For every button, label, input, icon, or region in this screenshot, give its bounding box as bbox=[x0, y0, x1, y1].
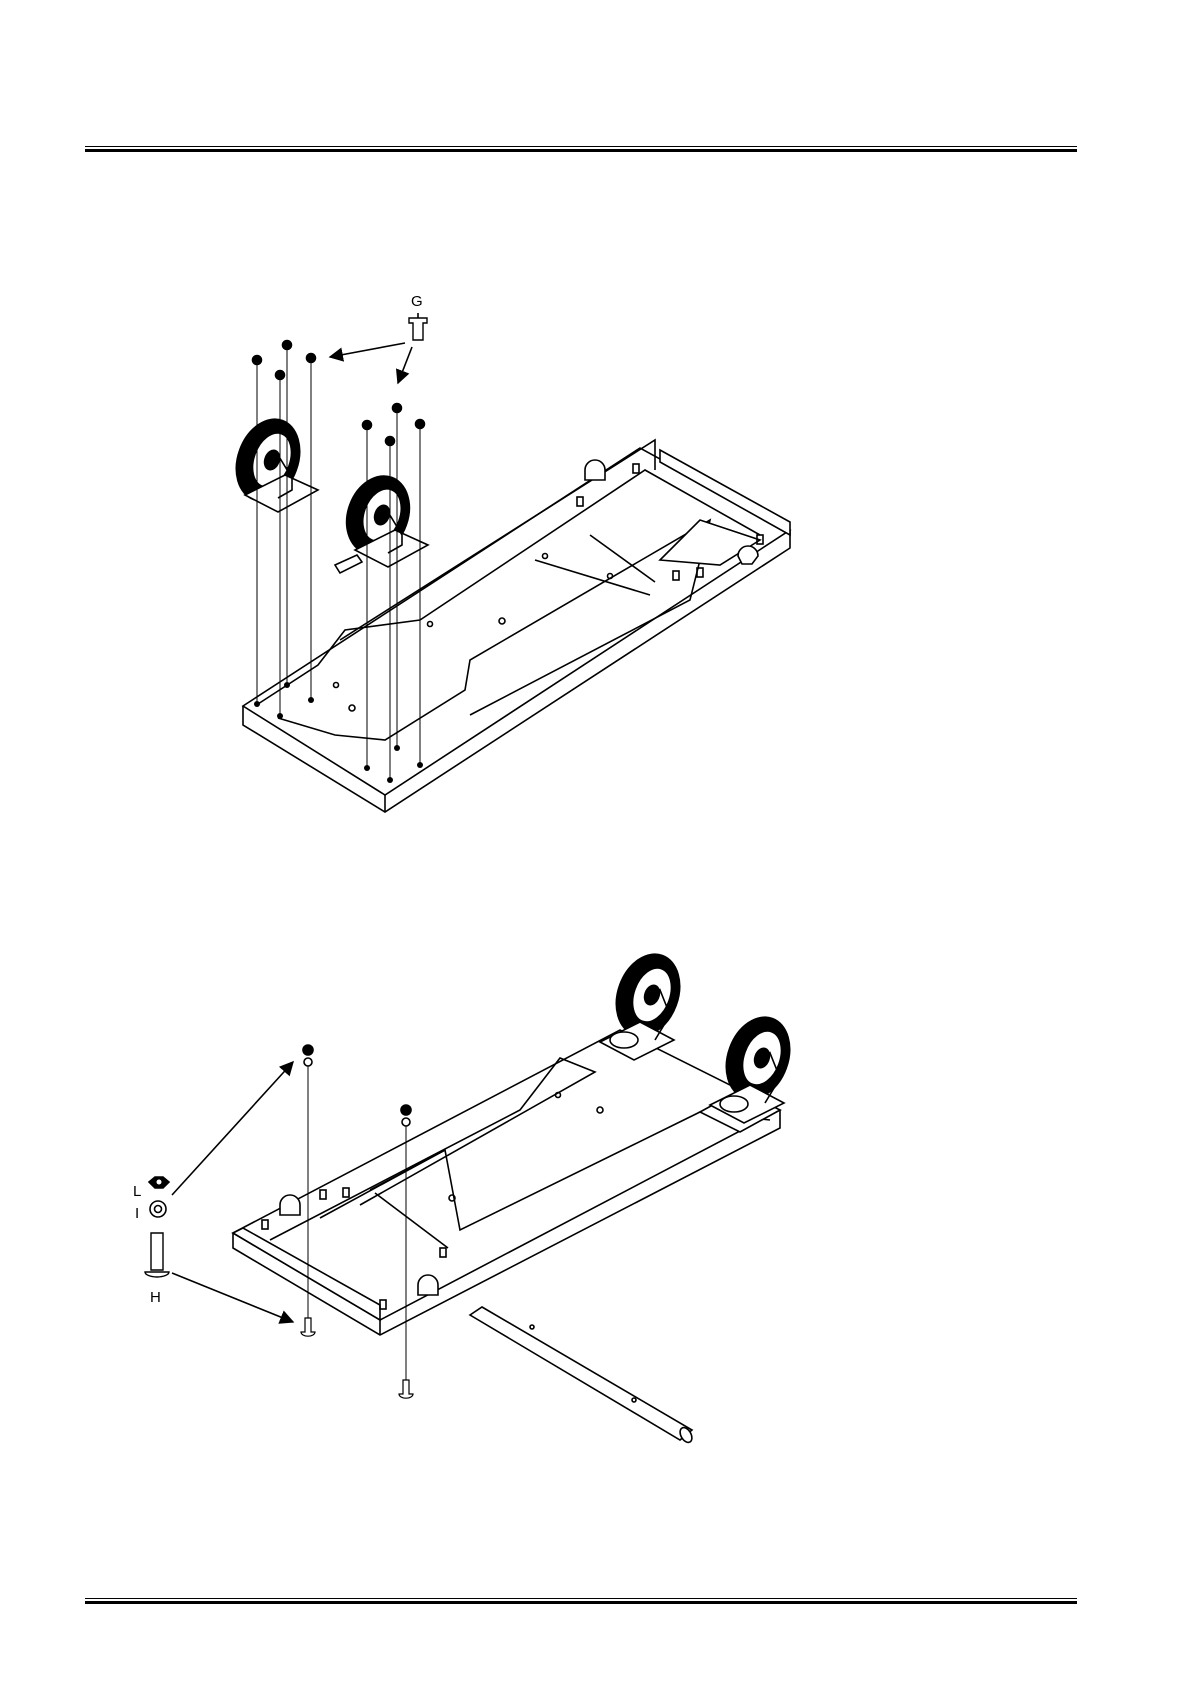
arrow-nut-washer bbox=[172, 1062, 293, 1195]
caster-wheel-right bbox=[335, 467, 428, 573]
label-i: I bbox=[135, 1205, 139, 1222]
arrow-bolt-h bbox=[172, 1273, 293, 1322]
nut-l-icon bbox=[149, 1177, 169, 1188]
caster-wheel-left bbox=[225, 410, 318, 512]
bolt-h-icon bbox=[145, 1233, 169, 1277]
label-l: L bbox=[133, 1183, 141, 1200]
arrow-g-left bbox=[330, 343, 405, 357]
arrow-g-down bbox=[398, 347, 412, 383]
figure-2-handle-install bbox=[145, 945, 801, 1444]
handle-bar bbox=[470, 1307, 694, 1444]
footer-rule bbox=[85, 1598, 1077, 1604]
frame-base bbox=[243, 440, 790, 812]
label-g: G bbox=[411, 293, 423, 310]
bolt-g-icon bbox=[409, 313, 427, 340]
caster-wheel-back bbox=[600, 945, 691, 1060]
frame-top bbox=[233, 1030, 780, 1335]
caster-wheel-front bbox=[710, 1008, 801, 1123]
figure-1-caster-install bbox=[225, 313, 790, 812]
washer-i-icon bbox=[150, 1201, 166, 1217]
label-h: H bbox=[150, 1289, 161, 1306]
